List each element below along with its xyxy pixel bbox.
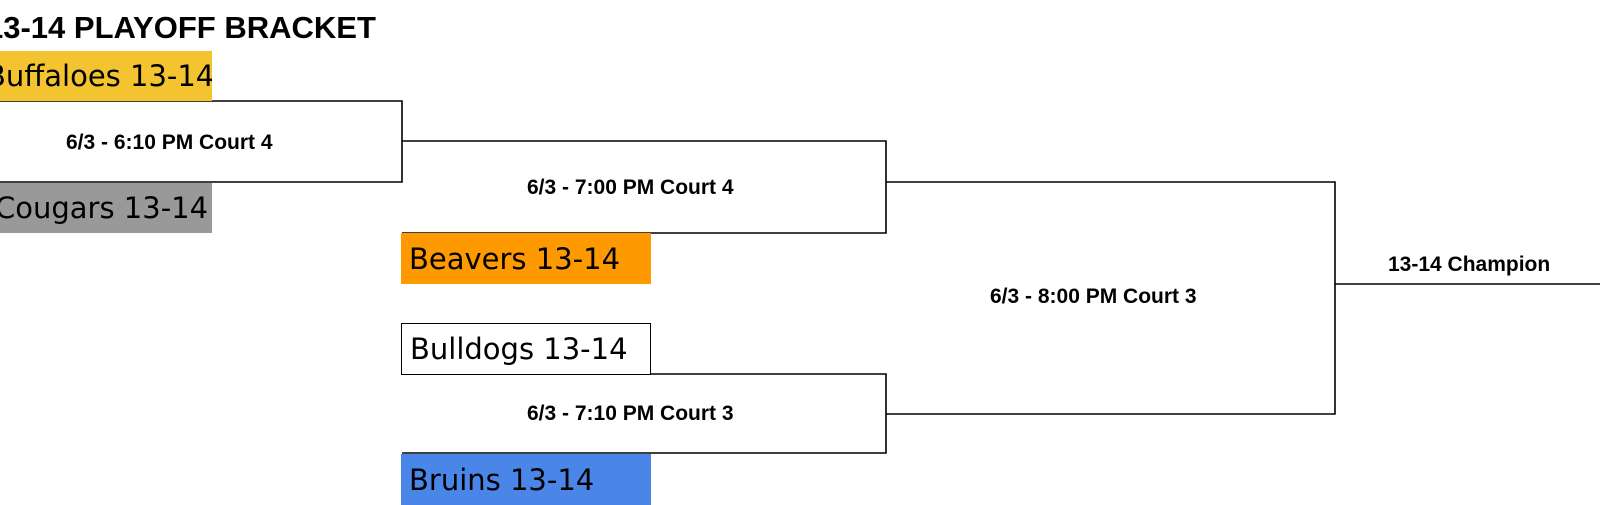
final-bracket-line [886,181,1336,415]
team-buffaloes: Buffaloes 13-14 [0,51,212,101]
team-beavers: Beavers 13-14 [401,233,651,284]
team-cougars: Cougars 13-14 [0,183,212,233]
team-bruins: Bruins 13-14 [401,454,651,505]
round1-game-label: 6/3 - 6:10 PM Court 4 [66,131,273,154]
final-game-label: 6/3 - 8:00 PM Court 3 [990,285,1197,308]
bracket-title: 13-14 PLAYOFF BRACKET [0,10,376,45]
semi-top-game-label: 6/3 - 7:00 PM Court 4 [527,176,734,199]
team-bulldogs: Bulldogs 13-14 [401,323,651,375]
semi-bottom-game-label: 6/3 - 7:10 PM Court 3 [527,402,734,425]
champion-label: 13-14 Champion [1388,253,1551,276]
